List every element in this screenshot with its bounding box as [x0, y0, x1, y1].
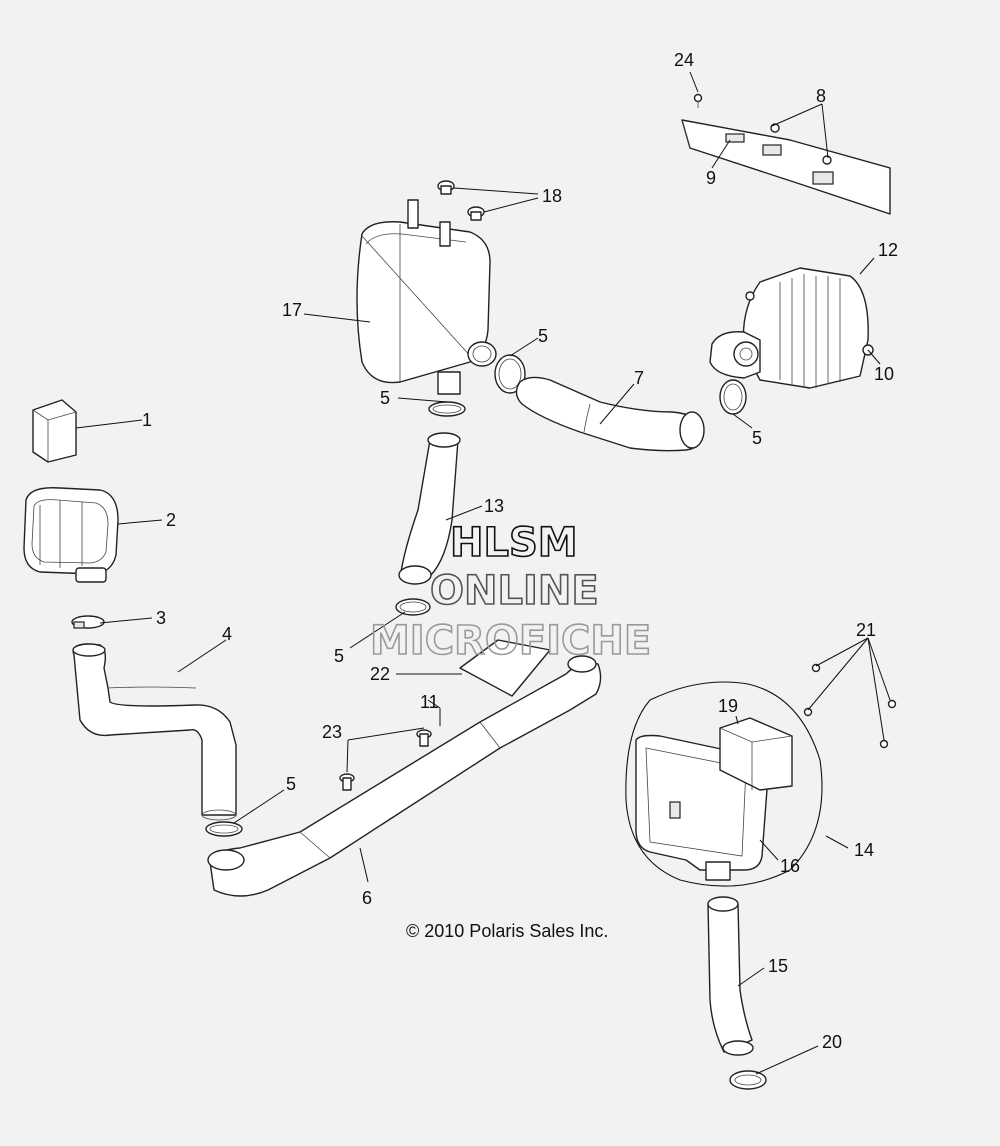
part-2-airbox	[23, 487, 119, 583]
part-20-clamp	[729, 1070, 767, 1090]
callout-21: 21	[856, 620, 876, 640]
callout-5-lower: 5	[286, 774, 296, 794]
part-1-filter-element	[32, 399, 77, 463]
leader-lines	[75, 71, 891, 1075]
watermark-line-1: HLSM	[450, 520, 578, 566]
part-5-clamp-upper-mid	[494, 354, 526, 394]
callout-18: 18	[542, 186, 562, 206]
part-17-plenum	[356, 199, 497, 395]
part-4-intake-tube	[72, 643, 237, 821]
callouts: 1 2 3 4 5 5 5 5 5 6 7 8 9 10 11 12 13 14…	[142, 50, 898, 1052]
copyright-text: © 2010 Polaris Sales Inc.	[406, 921, 608, 941]
watermark-line-2: ONLINE	[430, 568, 599, 614]
part-22-pad	[459, 639, 551, 697]
callout-1: 1	[142, 410, 152, 430]
callout-17: 17	[282, 300, 302, 320]
watermark: HLSM ONLINE MICROFICHE	[369, 519, 652, 665]
callout-20: 20	[822, 1032, 842, 1052]
part-3-clamp	[71, 615, 105, 629]
callout-22: 22	[370, 664, 390, 684]
callout-15: 15	[768, 956, 788, 976]
part-9-bracket	[681, 119, 891, 215]
callout-7: 7	[634, 368, 644, 388]
part-15-drain-tube	[707, 896, 754, 1056]
callout-5-upper-mid: 5	[538, 326, 548, 346]
part-23-pins	[339, 729, 432, 791]
part-5-clamp-center	[395, 598, 431, 616]
part-18-rivets	[437, 180, 485, 221]
callout-6: 6	[362, 888, 372, 908]
callout-13: 13	[484, 496, 504, 516]
callout-9: 9	[706, 168, 716, 188]
callout-16: 16	[780, 856, 800, 876]
callout-23: 23	[322, 722, 342, 742]
callout-19: 19	[718, 696, 738, 716]
callout-11: 11	[420, 692, 439, 712]
callout-5-center: 5	[334, 646, 344, 666]
callout-10: 10	[874, 364, 894, 384]
callout-4: 4	[222, 624, 232, 644]
callout-2: 2	[166, 510, 176, 530]
part-5-clamp-upper-left	[428, 401, 466, 417]
part-14-assembly-outline	[625, 681, 823, 887]
callout-14: 14	[854, 840, 874, 860]
callout-5-upper-left: 5	[380, 388, 390, 408]
callout-3: 3	[156, 608, 166, 628]
part-5-clamp-lower	[205, 821, 243, 837]
part-12-engine	[709, 267, 869, 389]
part-19-foam	[719, 717, 793, 791]
callout-5-right: 5	[752, 428, 762, 448]
part-7-intake-hose	[515, 376, 705, 452]
part-5-clamp-right	[719, 379, 747, 415]
callout-24: 24	[674, 50, 694, 70]
part-24-screw	[693, 93, 703, 108]
callout-8: 8	[816, 86, 826, 106]
part-6-duct	[207, 655, 602, 897]
part-13-tube	[398, 432, 461, 585]
watermark-line-3: MICROFICHE	[370, 618, 651, 664]
part-21-screws	[803, 663, 897, 749]
callout-12: 12	[878, 240, 898, 260]
